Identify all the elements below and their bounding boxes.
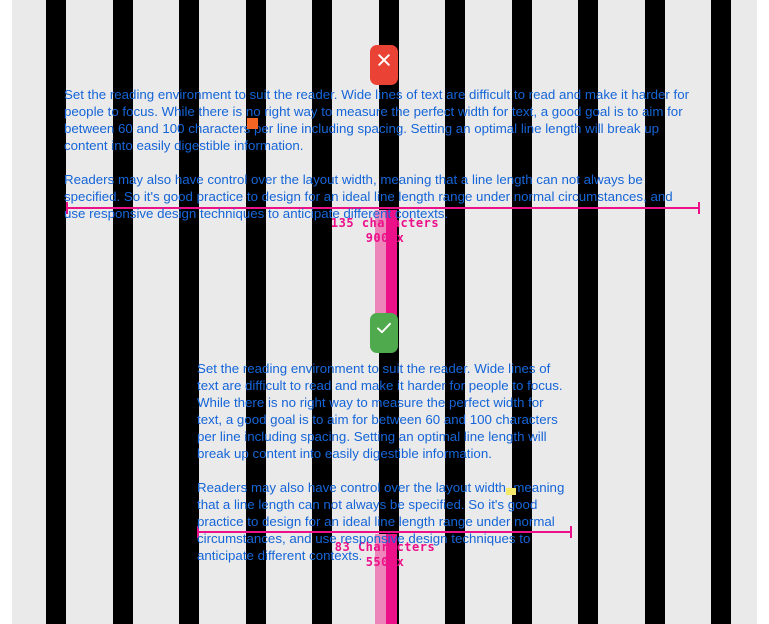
page-gutter-left [0, 0, 12, 624]
sample-text-wide-paragraph-2: Readers may also have control over the l… [64, 172, 673, 221]
highlight-marker-orange [247, 118, 258, 129]
sample-text-block-narrow: Set the reading environment to suit the … [197, 360, 571, 564]
sample-text-narrow-paragraph-1: Set the reading environment to suit the … [197, 361, 563, 461]
sample-text-wide-paragraph-1: Set the reading environment to suit the … [64, 87, 690, 153]
checkmark-icon [377, 322, 391, 334]
measure-bar-bottom-soft-edge [375, 534, 386, 624]
highlight-marker-yellow [506, 488, 516, 495]
sample-text-narrow-paragraph-2: Readers may also have control over the l… [197, 480, 565, 563]
measure-label-top: 135 characters 900px [300, 216, 470, 246]
measure-bar-bottom [375, 534, 397, 624]
page-gutter-right [757, 0, 769, 624]
measure-ruler-bottom [197, 531, 572, 533]
measure-label-top-pixels: 900px [365, 231, 405, 245]
measure-ruler-top-cap-right [698, 202, 700, 214]
measure-ruler-top-cap-left [66, 202, 68, 214]
grid-column [711, 0, 731, 624]
measure-bar-top [375, 210, 397, 320]
measure-label-bottom-characters: 83 Characters [334, 540, 436, 554]
close-x-icon [378, 54, 390, 66]
measure-bar-top-soft-edge [375, 210, 386, 320]
status-accept-button[interactable] [370, 313, 398, 353]
sample-text-block-wide: Set the reading environment to suit the … [64, 86, 696, 222]
status-reject-button[interactable] [370, 45, 398, 85]
measure-label-bottom: 83 Characters 550px [300, 540, 470, 570]
measure-ruler-bottom-cap-right [570, 526, 572, 538]
measure-label-top-characters: 135 characters [330, 216, 440, 230]
measure-ruler-bottom-cap-left [197, 526, 199, 538]
measure-ruler-top [66, 207, 700, 209]
grid-column [46, 0, 66, 624]
measure-label-bottom-pixels: 550px [365, 555, 405, 569]
